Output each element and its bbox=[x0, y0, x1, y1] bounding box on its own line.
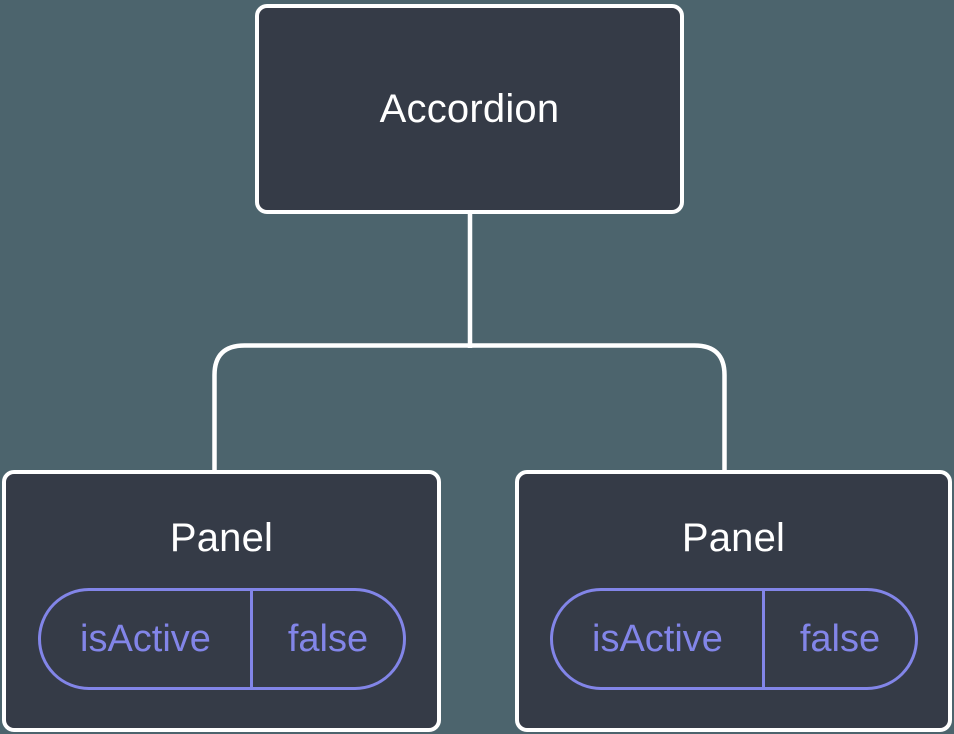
node-accordion: Accordion bbox=[255, 4, 684, 214]
state-value: false bbox=[250, 591, 402, 687]
state-key: isActive bbox=[80, 618, 211, 660]
node-label: Panel bbox=[681, 516, 786, 560]
state-pill: isActive false bbox=[37, 588, 406, 690]
state-key: isActive bbox=[592, 618, 723, 660]
node-label: Panel bbox=[169, 516, 274, 560]
node-panel-right: Panel isActive false bbox=[515, 470, 952, 732]
state-pill: isActive false bbox=[549, 588, 918, 690]
node-label: Accordion bbox=[379, 87, 560, 131]
state-value: false bbox=[762, 591, 914, 687]
node-panel-left: Panel isActive false bbox=[2, 470, 441, 732]
connector-branches bbox=[212, 343, 727, 470]
